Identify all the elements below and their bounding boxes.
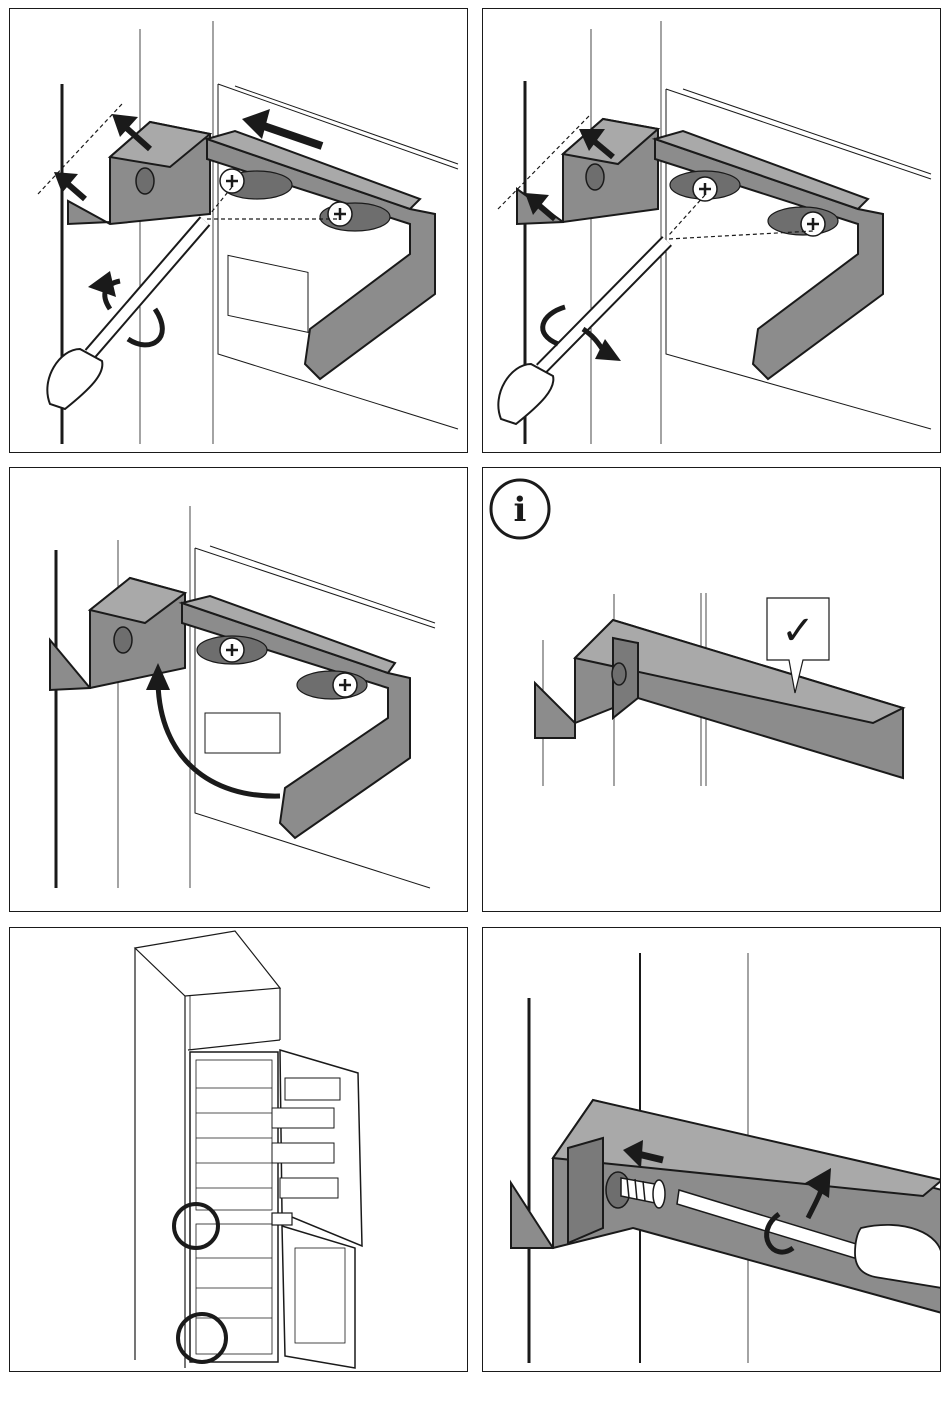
step-1-panel (9, 8, 468, 453)
screw-left-icon (220, 169, 244, 193)
step-4-panel: i ✓ (482, 467, 941, 912)
step-3-illustration (10, 468, 468, 912)
screw-right-icon (801, 212, 825, 236)
bracket (535, 620, 903, 778)
screw-left-icon (220, 638, 244, 662)
info-symbol: i (514, 490, 527, 530)
step-6-illustration (483, 928, 941, 1372)
check-icon: ✓ (781, 608, 815, 654)
step-1-illustration (10, 9, 468, 453)
fridge-door-lower (282, 1226, 355, 1368)
screw-left-icon (693, 177, 717, 201)
step-4-illustration: i ✓ (483, 468, 941, 912)
step-5-illustration (10, 928, 468, 1372)
step-3-panel (9, 467, 468, 912)
step-5-panel (9, 927, 468, 1372)
bracket (68, 122, 435, 379)
bracket (50, 578, 410, 838)
curved-arrow-up-icon (146, 663, 280, 796)
arrow-up-left-icon (54, 172, 85, 199)
screw-right-icon (333, 673, 357, 697)
step-2-illustration (483, 9, 941, 453)
screwdriver-icon (47, 221, 205, 409)
screw-right-icon (328, 202, 352, 226)
step-6-panel (482, 927, 941, 1372)
step-2-panel (482, 8, 941, 453)
hinge-icon (272, 1213, 292, 1225)
info-icon: i (491, 480, 549, 538)
